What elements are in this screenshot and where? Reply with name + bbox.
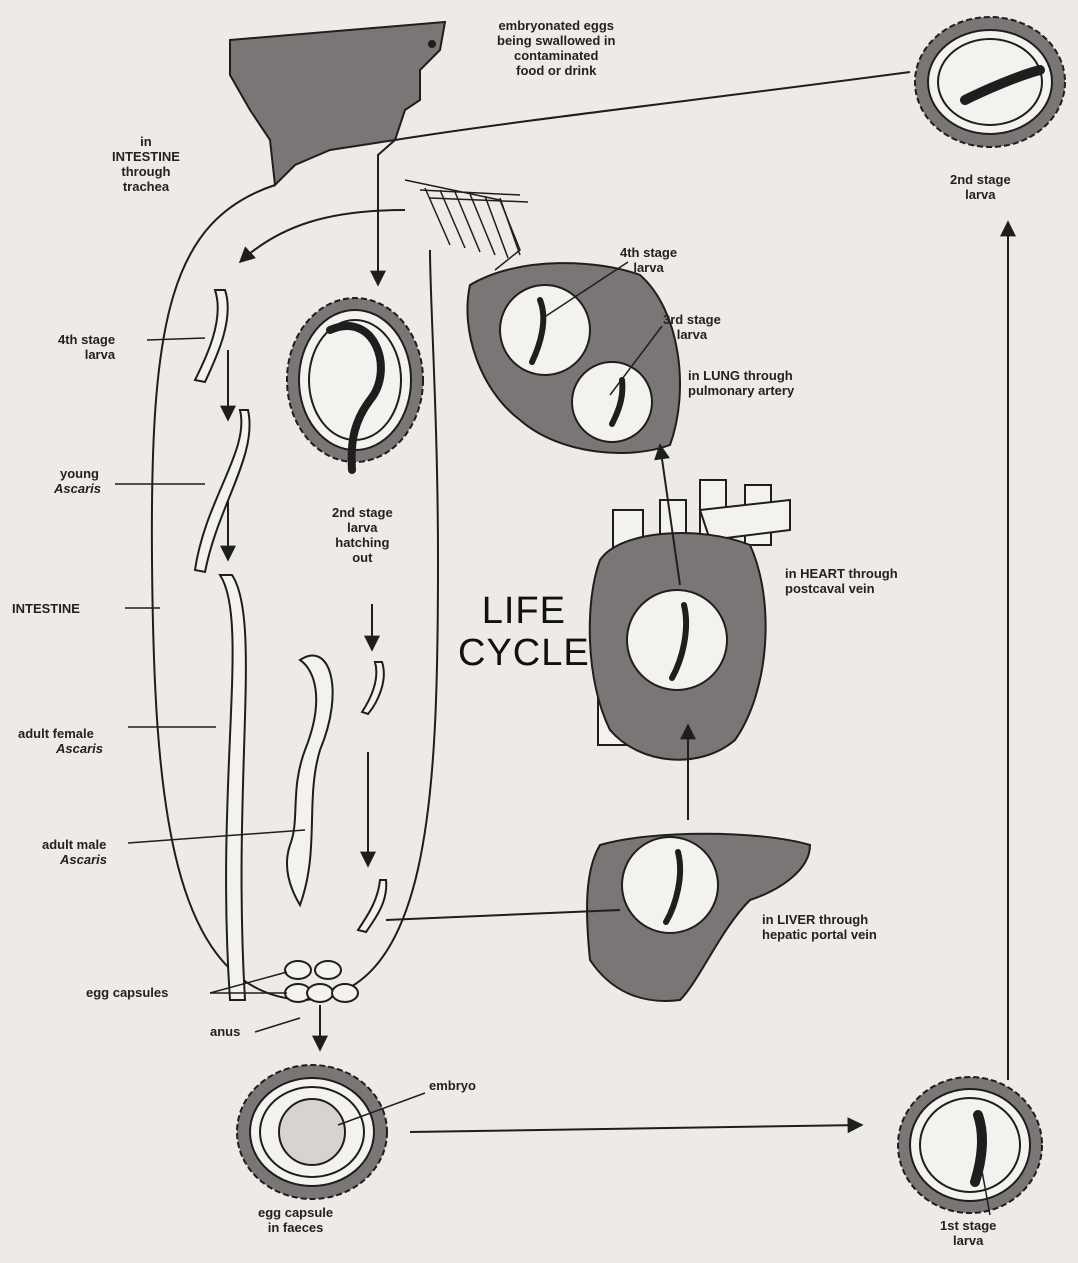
label-young-ascaris: Ascaris [54, 481, 101, 496]
trachea [405, 180, 528, 270]
label-lung-3rd-stage: 3rd stage larva [663, 312, 721, 342]
label-adult-female: adult female [18, 726, 94, 741]
label-2nd-stage-larva: 2nd stage larva [950, 172, 1011, 202]
host-eye [428, 40, 436, 48]
diagram-title: LIFE CYCLE [458, 590, 590, 674]
label-adult-female-ascaris: Ascaris [56, 741, 103, 756]
label-adult-male-ascaris: Ascaris [60, 852, 107, 867]
egg-capsule-2nd-stage [915, 17, 1065, 147]
lung-window-lower [572, 362, 652, 442]
egg-capsule-faeces [237, 1065, 387, 1199]
egg-capsule-hatching [287, 298, 423, 470]
label-hatching: 2nd stage larva hatching out [332, 505, 393, 565]
label-embryo: embryo [429, 1078, 476, 1093]
host-head-shape [230, 22, 445, 185]
egg-capsules-cluster [285, 961, 358, 1002]
label-adult-male: adult male [42, 837, 106, 852]
label-liver: in LIVER through hepatic portal vein [762, 912, 877, 942]
heart [590, 480, 790, 760]
label-anus: anus [210, 1024, 240, 1039]
label-egg-capsule-faeces: egg capsule in faeces [258, 1205, 333, 1235]
label-egg-capsules: egg capsules [86, 985, 168, 1000]
label-intestine: INTESTINE [12, 601, 80, 616]
label-young: young [60, 466, 99, 481]
label-intestine-4th-stage: 4th stage larva [58, 332, 115, 362]
label-heart: in HEART through postcaval vein [785, 566, 898, 596]
label-intestine-via-trachea: in INTESTINE through trachea [112, 134, 180, 194]
label-lung-4th-stage: 4th stage larva [620, 245, 677, 275]
egg-capsule-1st-stage [898, 1077, 1042, 1213]
label-lung: in LUNG through pulmonary artery [688, 368, 794, 398]
label-swallowed: embryonated eggs being swallowed in cont… [497, 18, 615, 78]
label-1st-stage-larva: 1st stage larva [940, 1218, 996, 1248]
